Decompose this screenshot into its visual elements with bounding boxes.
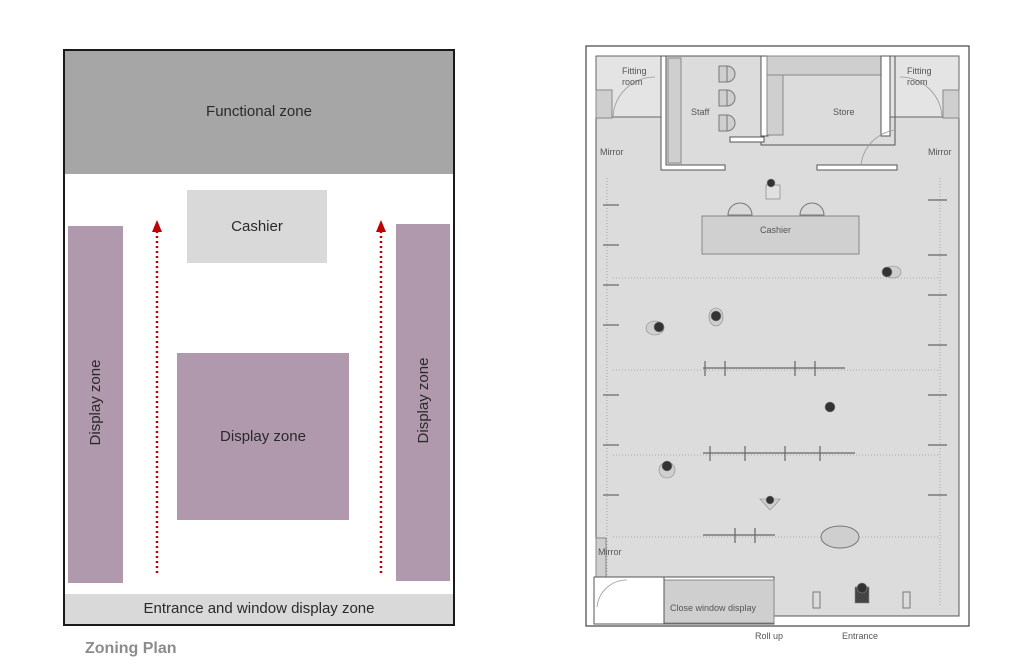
cashier-desk [701, 215, 860, 255]
store-room [729, 55, 898, 171]
entrance-doors [812, 591, 911, 609]
mirror-bottom-label: Mirror [598, 547, 622, 557]
display-zone-right: Display zone [396, 224, 450, 581]
fitting-room-right [889, 55, 960, 119]
floor-plan: Fitting room Fitting room Staff Store Mi… [585, 45, 970, 641]
flow-arrow-right [376, 220, 386, 573]
fitting-room-left-label-1: Fitting [622, 66, 647, 76]
shopper-6 [759, 495, 781, 511]
rack-hangers [603, 199, 947, 543]
fitting-room-right-label-2: room [907, 77, 928, 87]
display-zone-center-label: Display zone [220, 428, 306, 445]
mirror-bottom-left [595, 537, 607, 579]
shopper-entrance [854, 582, 870, 604]
shopper-cashier [765, 178, 781, 200]
roll-up-label: Roll up [755, 631, 783, 641]
store-label: Store [833, 107, 855, 117]
display-zone-left: Display zone [68, 226, 123, 583]
close-window-display [593, 576, 775, 625]
shopper-1 [881, 265, 902, 279]
flow-arrows [152, 220, 386, 573]
mirror-left-label: Mirror [600, 147, 624, 157]
shopper-5 [658, 460, 676, 479]
close-window-display-label: Close window display [670, 603, 757, 613]
cashier-zone-label: Cashier [231, 218, 283, 235]
entrance-label: Entrance [842, 631, 878, 641]
fitting-room-left [595, 55, 667, 119]
entrance-zone: Entrance and window display zone [65, 594, 453, 624]
fitting-room-right-label-1: Fitting [907, 66, 932, 76]
round-display-table [820, 525, 860, 549]
flow-arrow-left [152, 220, 162, 573]
cashier-label: Cashier [760, 225, 791, 235]
staff-label: Staff [691, 107, 710, 117]
fitting-room-left-label-2: room [622, 77, 643, 87]
zoning-plan: Functional zone Cashier Display zone Dis… [63, 49, 455, 626]
shopper-3 [708, 307, 724, 327]
staff-room [660, 55, 769, 171]
shopper-2 [645, 320, 665, 336]
shopper-figures [645, 178, 902, 604]
display-zone-center: Display zone [177, 353, 349, 520]
display-racks [606, 178, 941, 605]
mirror-right-label: Mirror [928, 147, 952, 157]
entrance-zone-label: Entrance and window display zone [143, 600, 375, 617]
cashier-chairs [727, 202, 825, 216]
cashier-zone: Cashier [187, 190, 327, 263]
functional-zone: Functional zone [65, 51, 453, 174]
zoning-plan-caption: Zoning Plan [85, 640, 177, 657]
functional-zone-label: Functional zone [206, 103, 312, 120]
shopper-4 [824, 401, 836, 413]
